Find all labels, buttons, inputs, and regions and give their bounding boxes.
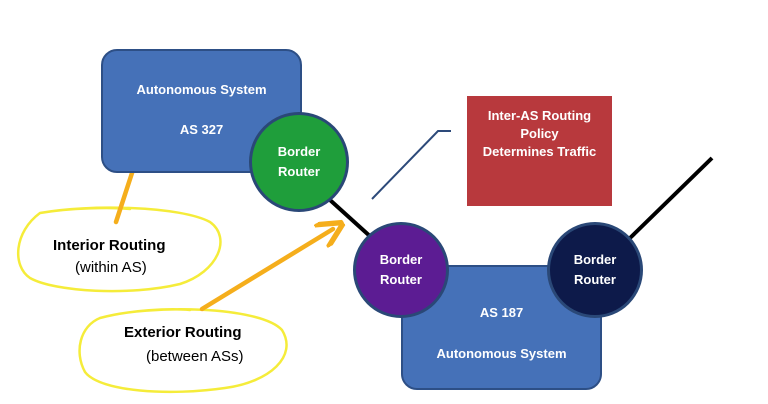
interior-highlight-loop xyxy=(17,206,222,293)
link-as327-as187 xyxy=(328,198,374,240)
interior-routing-label: Interior Routing (within AS) xyxy=(53,235,166,279)
as327-number: AS 327 xyxy=(179,122,224,137)
exterior-routing-arrow xyxy=(199,229,333,312)
policy-line3: Determines Traffic xyxy=(482,144,597,159)
router-label-line2: Router xyxy=(278,164,320,179)
border-router-as187-right: Border Router xyxy=(547,222,643,318)
interior-routing-note: (within AS) xyxy=(75,259,147,276)
as327-title: Autonomous System xyxy=(136,82,267,97)
router-label-line1: Border xyxy=(379,252,423,267)
exterior-highlight-loop xyxy=(78,308,288,394)
border-router-as327: Border Router xyxy=(249,112,349,212)
as187-number: AS 187 xyxy=(479,305,524,320)
policy-line2: Policy xyxy=(520,126,559,141)
router-label-line2: Router xyxy=(380,272,422,287)
link-as187-external xyxy=(628,156,714,240)
exterior-routing-label: Exterior Routing (between ASs) xyxy=(124,321,244,369)
router-label-line1: Border xyxy=(277,144,321,159)
policy-line1: Inter-AS Routing xyxy=(487,108,592,123)
interior-routing-title: Interior Routing xyxy=(53,237,166,254)
router-label-line1: Border xyxy=(573,252,617,267)
policy-callout-line xyxy=(371,130,451,200)
exterior-routing-title: Exterior Routing xyxy=(124,324,242,341)
exterior-routing-note: (between ASs) xyxy=(146,348,244,365)
as187-title: Autonomous System xyxy=(436,346,567,361)
routing-policy-box: Inter-AS Routing Policy Determines Traff… xyxy=(467,96,612,206)
border-router-as187-left: Border Router xyxy=(353,222,449,318)
router-label-line2: Router xyxy=(574,272,616,287)
